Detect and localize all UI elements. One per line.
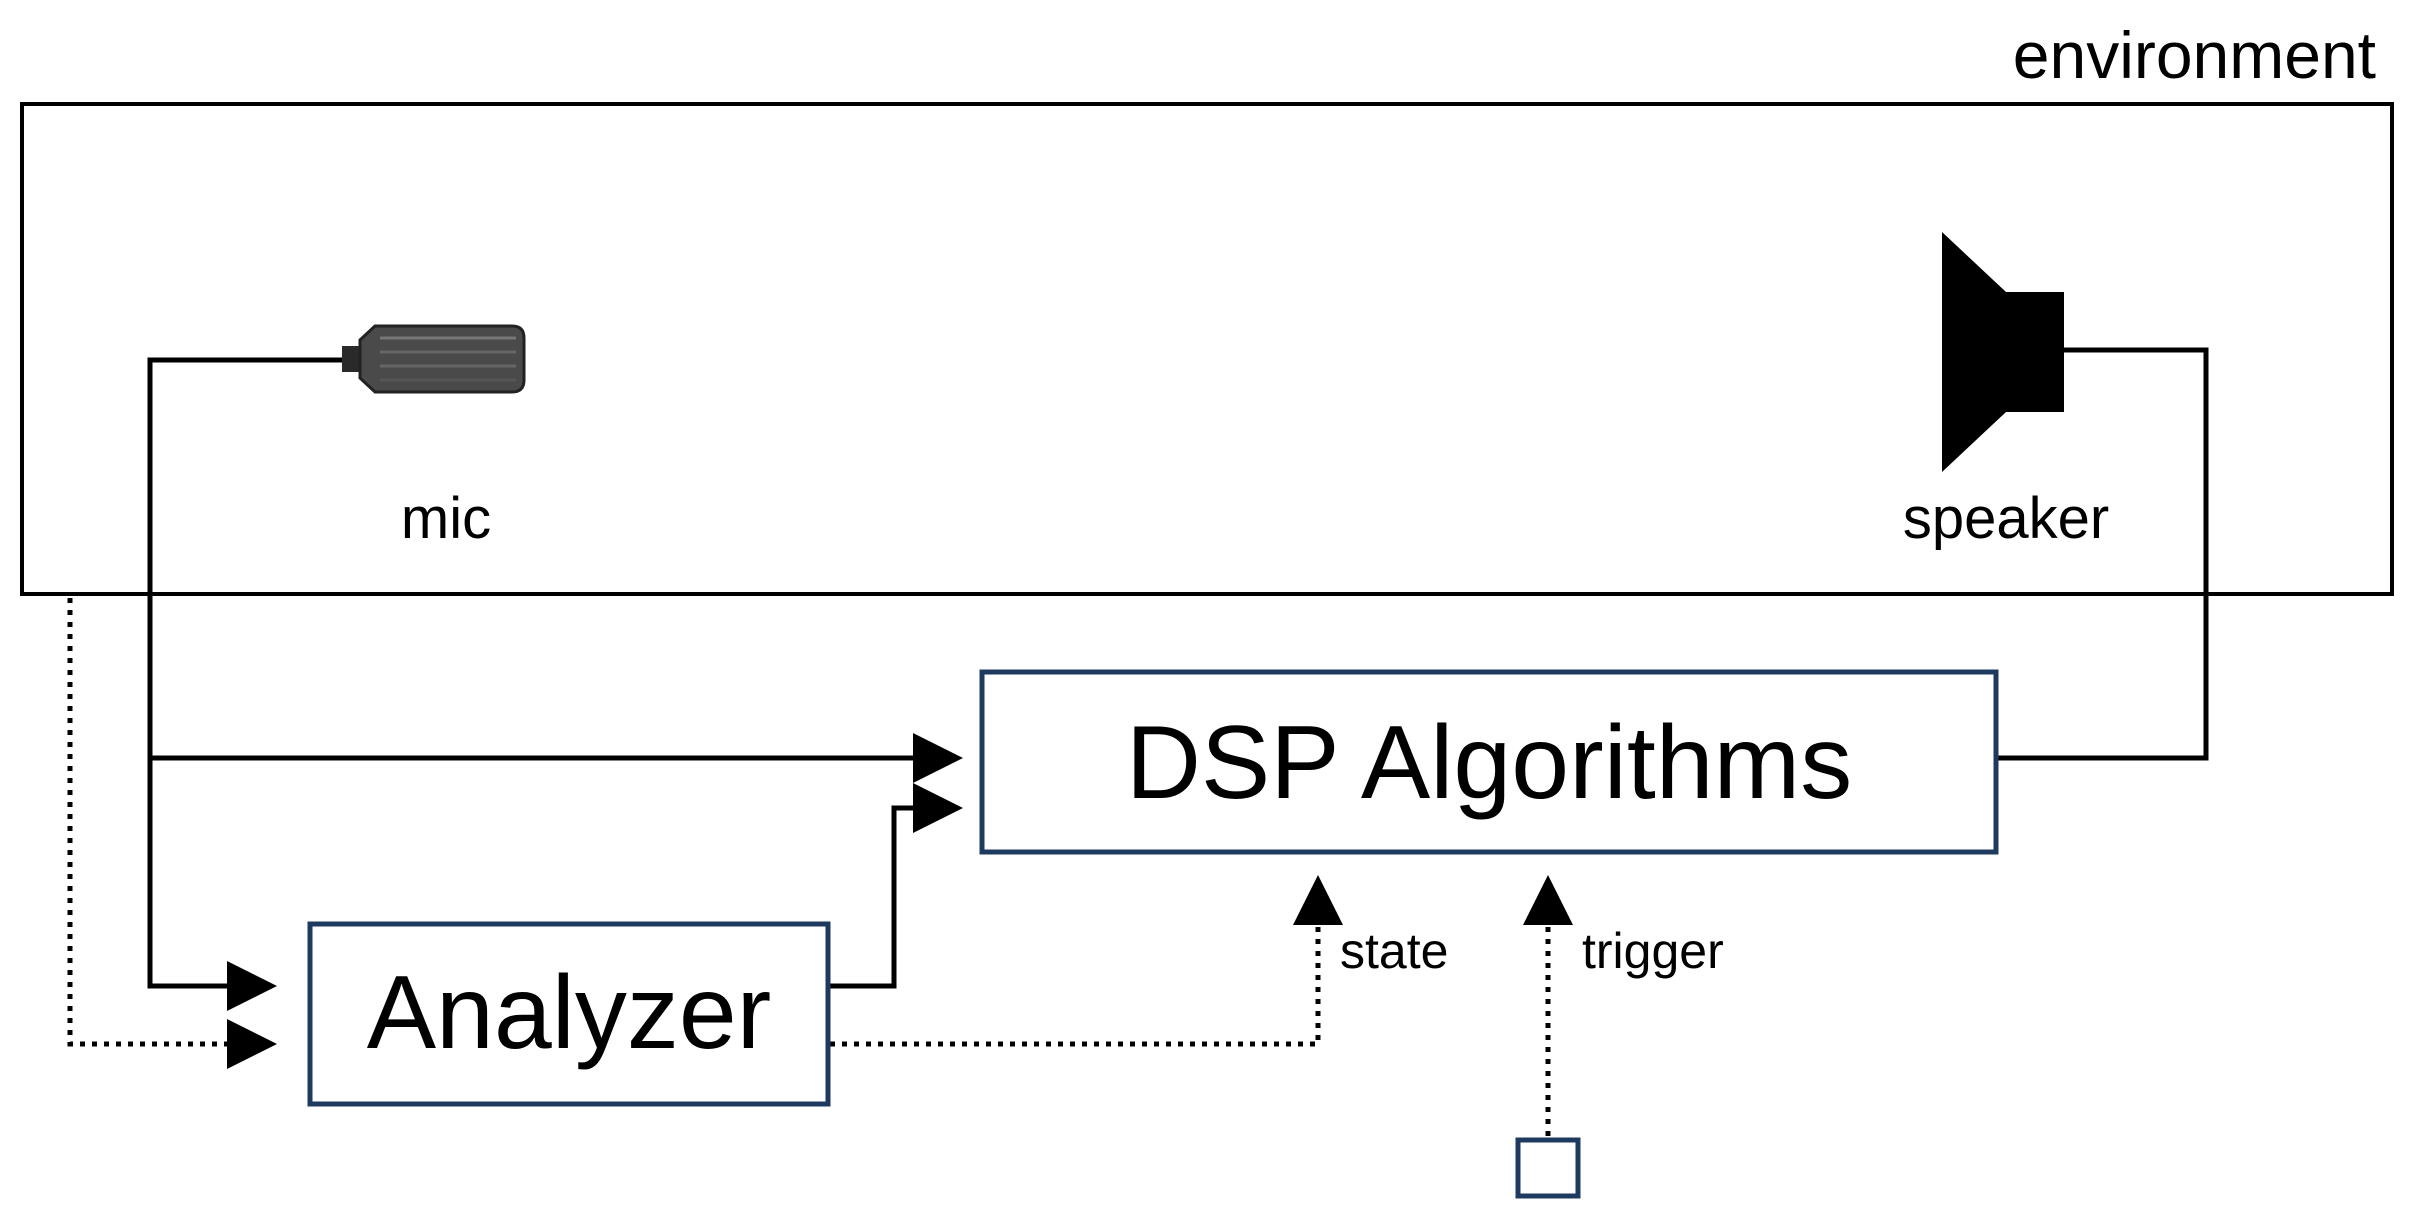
microphone-icon — [342, 324, 526, 394]
environment-label: environment — [2013, 18, 2376, 92]
analyzer-state-dotted-line — [830, 875, 1343, 1047]
analyzer-to-dsp-line — [830, 783, 963, 989]
dsp-to-speaker-line — [1998, 347, 2209, 761]
analyzer-block — [307, 921, 831, 1107]
control-lines — [67, 598, 1573, 1136]
environment-box — [20, 102, 2394, 596]
trigger-square-icon[interactable] — [1515, 1137, 1581, 1199]
mic-label: mic — [401, 486, 491, 551]
signal-lines — [147, 347, 2209, 1011]
mic-to-analyzer-line — [147, 357, 342, 1011]
environment-to-analyzer-dotted-line — [67, 598, 277, 1069]
speaker-label: speaker — [1903, 486, 2109, 551]
speaker-icon — [1942, 232, 2064, 472]
state-label: state — [1340, 923, 1448, 979]
trigger-label: trigger — [1582, 923, 1724, 979]
dsp-algorithms-block — [979, 669, 1999, 855]
analyzer-label: Analyzer — [367, 955, 772, 1071]
dsp-algorithms-label: DSP Algorithms — [1126, 705, 1852, 821]
